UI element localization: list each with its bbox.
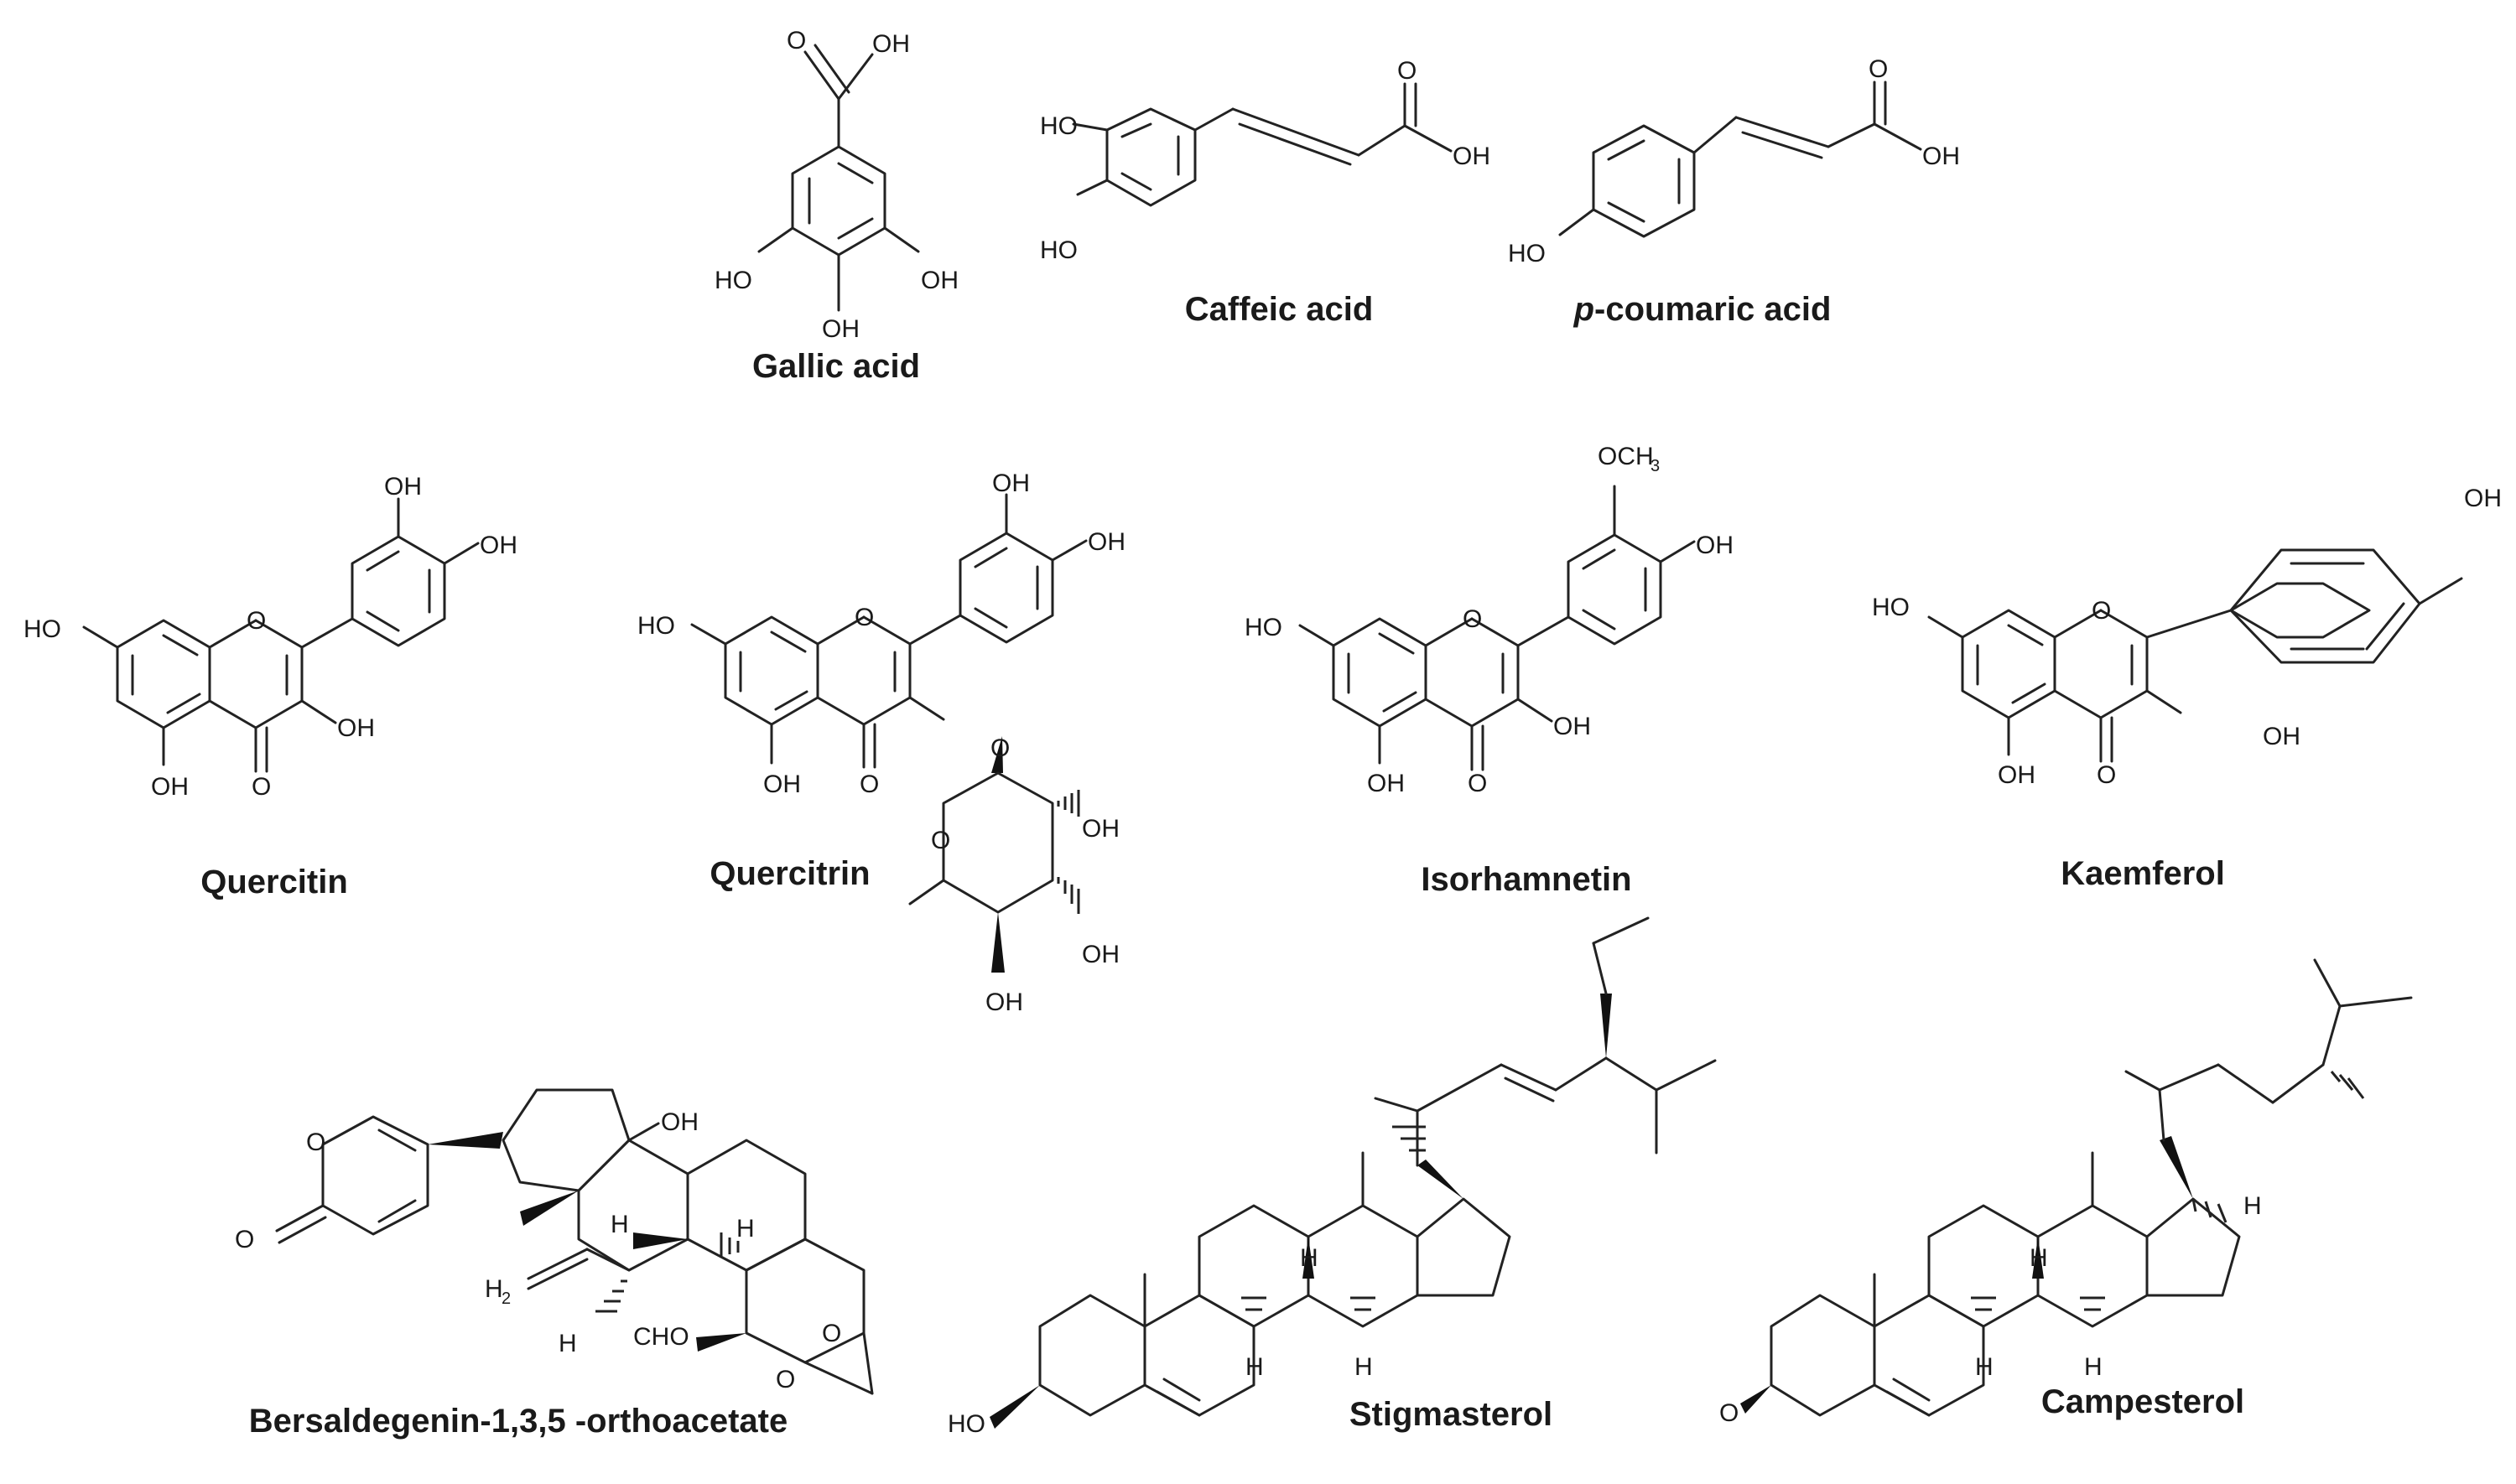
isorhamnetin-atom-oh: OH (1367, 770, 1405, 797)
quercitrin-atom-oh: OH (992, 470, 1030, 497)
quercitrin-atom-o: O (855, 604, 874, 631)
caffeic-acid-atom-oh: OH (1453, 143, 1490, 170)
quercitrin-atom-o: O (860, 771, 879, 798)
quercitrin-atom-o: O (931, 827, 950, 854)
isorhamnetin-label: Isorhamnetin (1421, 861, 1631, 898)
p-coumaric-acid-label: p-coumaric acid (1573, 291, 1832, 328)
campesterol-atom-h: H (2084, 1353, 2103, 1381)
bersaldegenin-label: Bersaldegenin-1,3,5 -orthoacetate (249, 1403, 788, 1440)
kaemferol-atom-oh: OH (2464, 485, 2502, 512)
bersaldegenin-atom-subscript: 2 (502, 1289, 511, 1308)
campesterol-atom-h: H (2030, 1244, 2048, 1272)
p-coumaric-acid-structure: HO O OH (1508, 55, 1960, 267)
stigmasterol-atom-ho: HO (948, 1410, 985, 1438)
bersaldegenin-atom-oh: OH (661, 1108, 699, 1136)
quercitrin-atom-oh: OH (763, 771, 801, 798)
kaemferol-atom-oh: OH (1998, 761, 2035, 789)
kaemferol-atom-o: O (2097, 761, 2116, 789)
campesterol-structure: O H H H H (1719, 958, 2413, 1427)
bersaldegenin-atom-o: O (822, 1320, 841, 1347)
gallic-acid-atom-oh: OH (872, 30, 910, 58)
stigmasterol-atom-h: H (1245, 1353, 1264, 1381)
kaemferol-atom-ho: HO (1872, 594, 1910, 621)
campesterol-label: Campesterol (2041, 1383, 2244, 1420)
quercitrin-structure: OH OH HO O OH O O O OH OH OH (637, 470, 1125, 1016)
quercitrin-atom-o: O (990, 734, 1010, 762)
isorhamnetin-atom-subscript: 3 (1650, 457, 1660, 475)
quercitrin-atom-ho: HO (637, 612, 675, 640)
isorhamnetin-atom-o: O (1468, 770, 1487, 797)
caffeic-acid-atom-ho: HO (1040, 112, 1078, 140)
bersaldegenin-atom-h: H (485, 1275, 503, 1303)
caffeic-acid-atom-ho: HO (1040, 236, 1078, 264)
kaemferol-atom-oh: OH (2263, 723, 2300, 750)
bersaldegenin-atom-cho: CHO (633, 1323, 689, 1351)
quercitin-atom-oh: OH (384, 473, 422, 501)
isorhamnetin-atom-oh: OH (1553, 713, 1591, 740)
kaemferol-label: Kaemferol (2061, 855, 2225, 892)
quercitin-structure: OH OH HO O OH OH O (23, 473, 517, 801)
bersaldegenin-atom-h: H (611, 1211, 629, 1238)
quercitrin-atom-oh: OH (985, 988, 1023, 1016)
quercitin-atom-oh: OH (151, 773, 189, 801)
gallic-acid-atom-ho: HO (715, 267, 752, 294)
gallic-acid-atom-oh: OH (822, 315, 860, 343)
stigmasterol-structure: HO H H H (948, 916, 1717, 1438)
gallic-acid-label: Gallic acid (752, 348, 920, 385)
bersaldegenin-atom-c: C (512, 1275, 530, 1303)
quercitrin-label: Quercitrin (710, 855, 870, 892)
campesterol-atom-h: H (2243, 1192, 2262, 1220)
stigmasterol-label: Stigmasterol (1349, 1396, 1552, 1433)
quercitin-atom-o: O (247, 607, 266, 635)
gallic-acid-structure: O OH HO OH OH (715, 27, 959, 343)
quercitin-label: Quercitin (200, 864, 348, 900)
caffeic-acid-label: Caffeic acid (1185, 291, 1374, 328)
isorhamnetin-atom-ho: HO (1245, 614, 1282, 641)
stigmasterol-atom-h: H (1354, 1353, 1373, 1381)
quercitin-atom-ho: HO (23, 615, 61, 643)
stigmasterol-atom-h: H (1300, 1244, 1318, 1272)
p-coumaric-acid-atom-ho: HO (1508, 240, 1546, 267)
p-coumaric-acid-label-rest: -coumaric acid (1594, 291, 1831, 328)
caffeic-acid-atom-o: O (1397, 57, 1417, 85)
isorhamnetin-atom-oh: OH (1696, 532, 1734, 559)
bersaldegenin-atom-o: O (776, 1366, 795, 1393)
p-coumaric-acid-atom-o: O (1869, 55, 1888, 83)
quercitin-atom-oh: OH (480, 532, 517, 559)
bersaldegenin-atom-o: O (306, 1129, 325, 1156)
quercitrin-atom-oh: OH (1082, 941, 1120, 968)
isorhamnetin-atom-och: OCH (1598, 443, 1654, 470)
quercitin-atom-oh: OH (337, 714, 375, 742)
p-coumaric-acid-label-prefix: p (1573, 291, 1594, 328)
bersaldegenin-atom-h: H (736, 1215, 755, 1243)
bersaldegenin-structure: O O OH H H H 2 C H CHO O O (235, 1088, 874, 1395)
campesterol-atom-h: H (1975, 1353, 1994, 1381)
isorhamnetin-atom-o: O (1463, 605, 1482, 633)
gallic-acid-atom-oh: OH (921, 267, 959, 294)
isorhamnetin-structure: OCH 3 OH HO O OH OH O (1245, 443, 1734, 797)
kaemferol-structure: OH HO O OH OH O (1872, 485, 2502, 789)
kaemferol-atom-o: O (2092, 597, 2111, 625)
bersaldegenin-atom-o: O (235, 1226, 254, 1253)
gallic-acid-atom-o: O (787, 27, 806, 54)
quercitrin-atom-oh: OH (1082, 815, 1120, 843)
quercitrin-atom-oh: OH (1088, 528, 1125, 556)
bersaldegenin-atom-h: H (559, 1330, 577, 1357)
p-coumaric-acid-atom-oh: OH (1922, 143, 1960, 170)
caffeic-acid-structure: HO HO O OH (1040, 57, 1490, 264)
quercitin-atom-o: O (252, 773, 271, 801)
campesterol-atom-o: O (1719, 1399, 1739, 1427)
